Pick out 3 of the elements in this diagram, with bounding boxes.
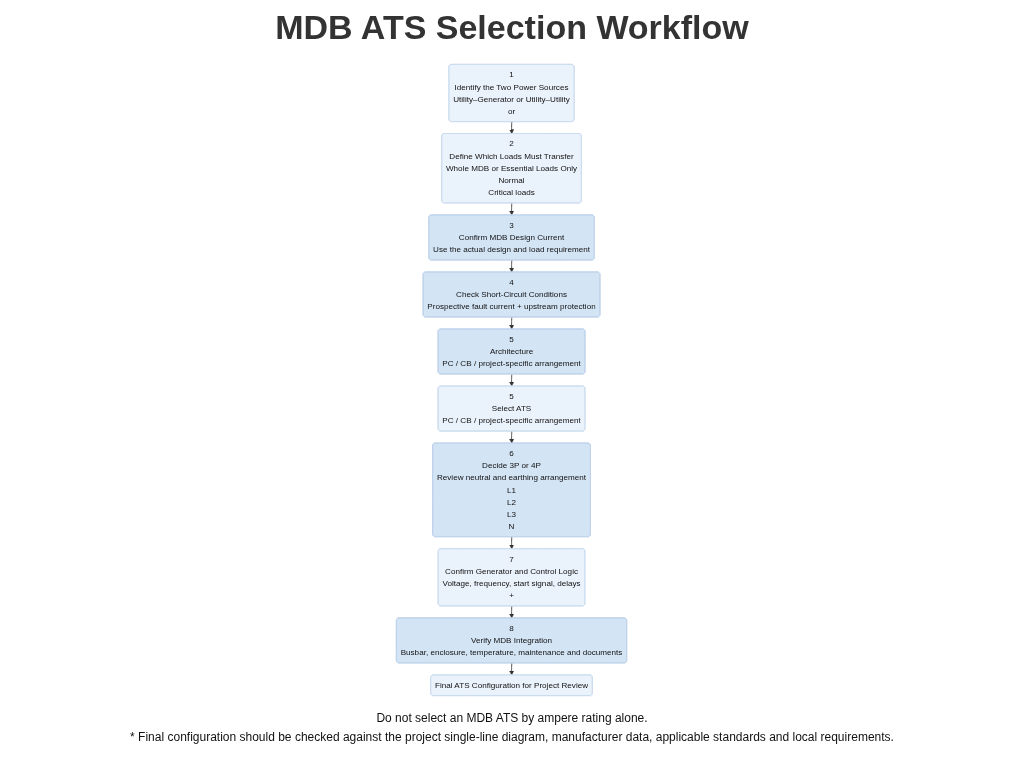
diagram-title: MDB ATS Selection Workflow [275,8,749,46]
footnote: Do not select an MDB ATS by ampere rating alone. [376,711,648,725]
footnote: * Final configuration should be checked against the project single-line diagram, manufacturer data, applicable standards and local requirements. [130,730,894,744]
